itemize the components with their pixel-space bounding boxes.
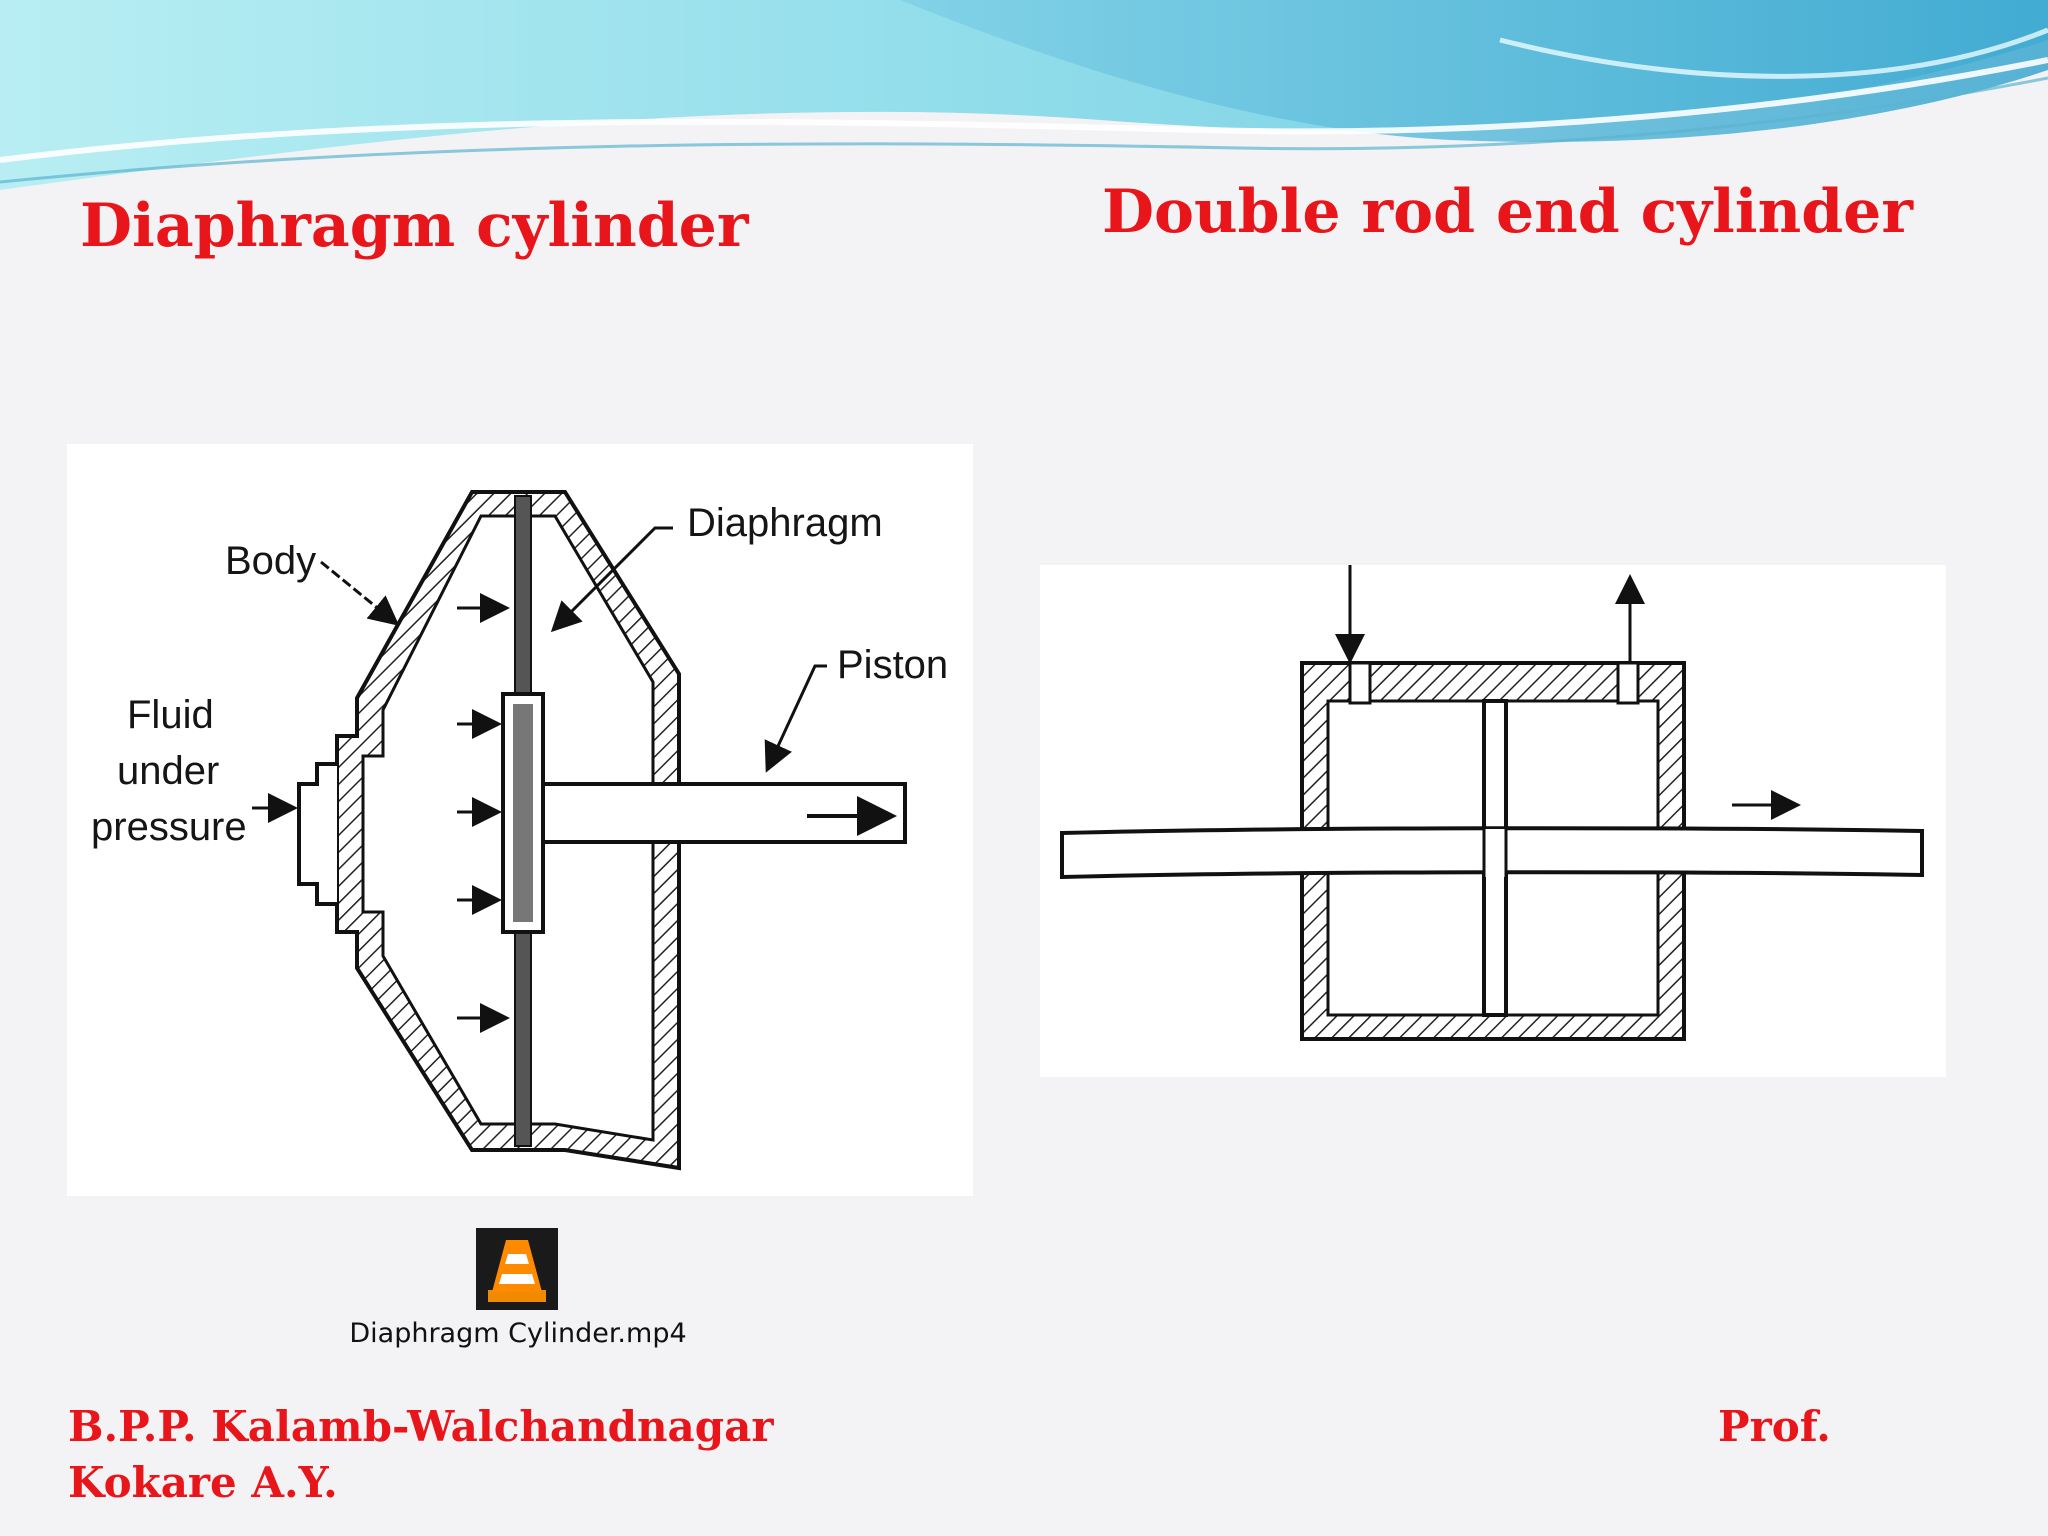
header-wave [0,0,2048,190]
label-piston: Piston [837,643,948,687]
label-fluid-line1: Fluid [127,693,214,737]
title-diaphragm-cylinder: Diaphragm cylinder [80,191,749,261]
double-rod-end-cylinder-diagram [1040,565,1946,1077]
label-fluid-line3: pressure [91,805,247,849]
diaphragm-cylinder-diagram: Body Diaphragm Piston Fluid under pressu… [67,444,973,1196]
label-fluid-line2: under [117,749,219,793]
footer-author: Kokare A.Y. [68,1458,338,1507]
piston-rod [541,782,907,844]
vlc-cone-icon[interactable] [476,1228,558,1310]
label-body: Body [225,539,316,583]
footer-institute: B.P.P. Kalamb-Walchandnagar [68,1402,774,1451]
media-file-caption[interactable]: Diaphragm Cylinder.mp4 [349,1318,687,1349]
footer-prof: Prof. [1718,1402,1831,1451]
title-double-rod-end-cylinder: Double rod end cylinder [1102,177,1913,247]
label-diaphragm: Diaphragm [687,501,883,545]
